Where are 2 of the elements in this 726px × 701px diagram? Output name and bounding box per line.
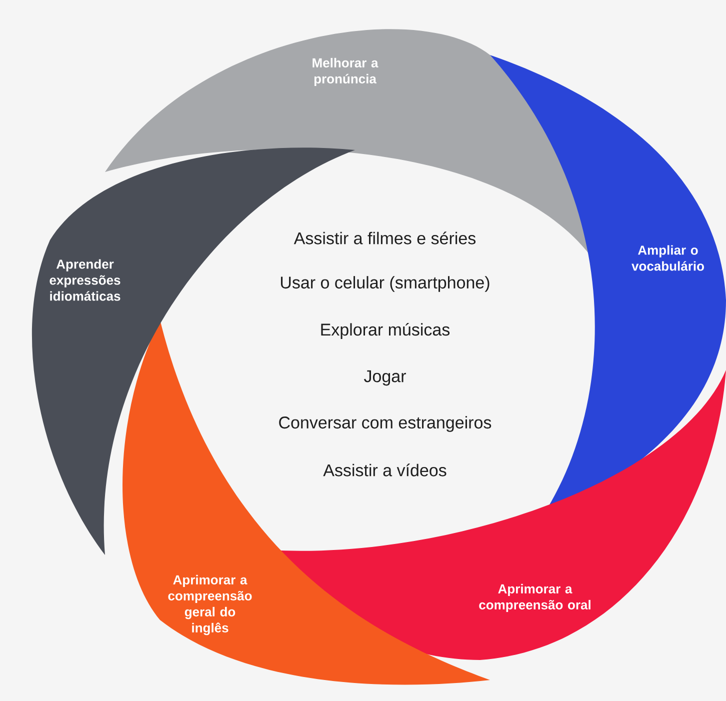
- petal: Ampliar o vocabulário: [490, 55, 726, 520]
- activity-text: Jogar: [364, 370, 406, 386]
